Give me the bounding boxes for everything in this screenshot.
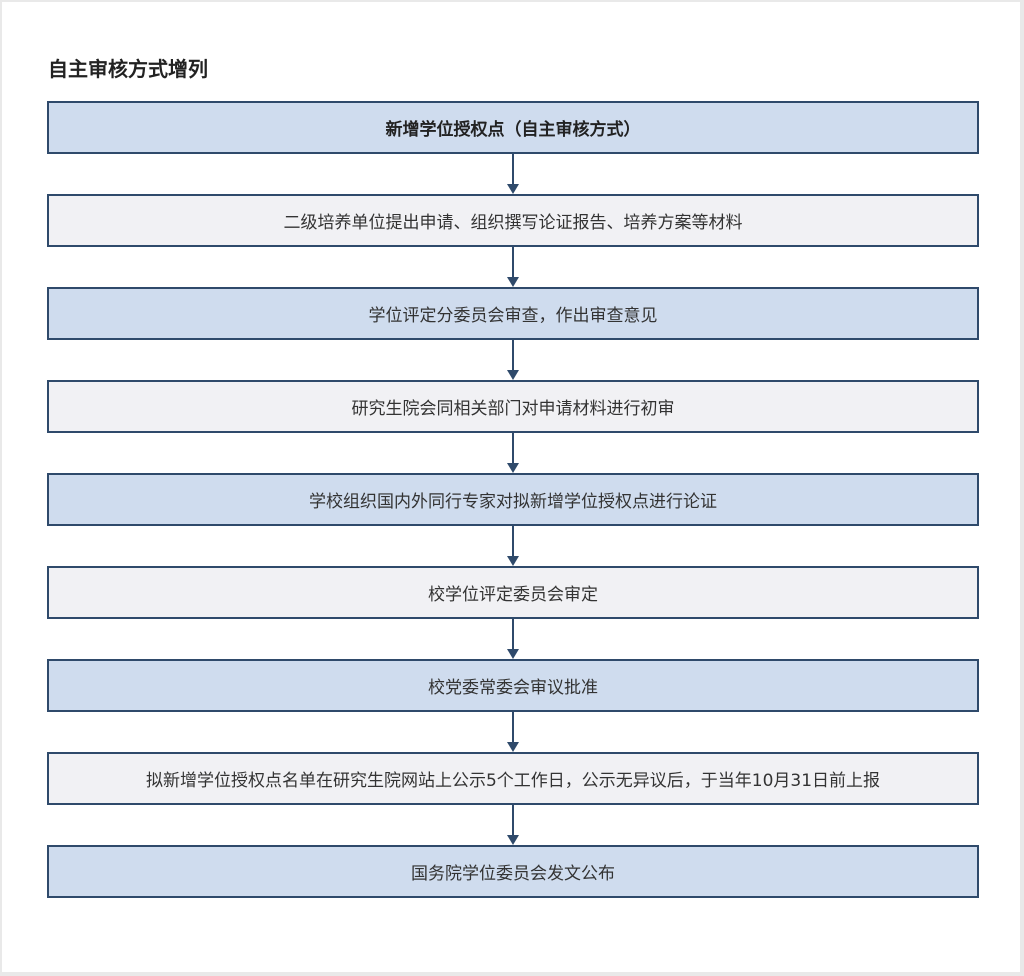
diagram-title: 自主审核方式增列 bbox=[48, 57, 208, 81]
flow-step-9: 国务院学位委员会发文公布 bbox=[47, 845, 979, 898]
flow-step-3: 学位评定分委员会审查，作出审查意见 bbox=[47, 287, 979, 340]
arrow-down-icon bbox=[507, 619, 519, 659]
arrow-down-icon bbox=[507, 340, 519, 380]
flow-step-1: 新增学位授权点（自主审核方式） bbox=[47, 101, 979, 154]
flow-step-5: 学校组织国内外同行专家对拟新增学位授权点进行论证 bbox=[47, 473, 979, 526]
arrow-down-icon bbox=[507, 154, 519, 194]
arrow-down-icon bbox=[507, 712, 519, 752]
flow-step-8: 拟新增学位授权点名单在研究生院网站上公示5个工作日，公示无异议后，于当年10月3… bbox=[47, 752, 979, 805]
flow-step-4: 研究生院会同相关部门对申请材料进行初审 bbox=[47, 380, 979, 433]
arrow-down-icon bbox=[507, 247, 519, 287]
arrow-down-icon bbox=[507, 526, 519, 566]
arrow-down-icon bbox=[507, 805, 519, 845]
flow-step-7: 校党委常委会审议批准 bbox=[47, 659, 979, 712]
flow-step-2: 二级培养单位提出申请、组织撰写论证报告、培养方案等材料 bbox=[47, 194, 979, 247]
flowchart: 新增学位授权点（自主审核方式） 二级培养单位提出申请、组织撰写论证报告、培养方案… bbox=[47, 101, 979, 898]
arrow-down-icon bbox=[507, 433, 519, 473]
flow-step-6: 校学位评定委员会审定 bbox=[47, 566, 979, 619]
